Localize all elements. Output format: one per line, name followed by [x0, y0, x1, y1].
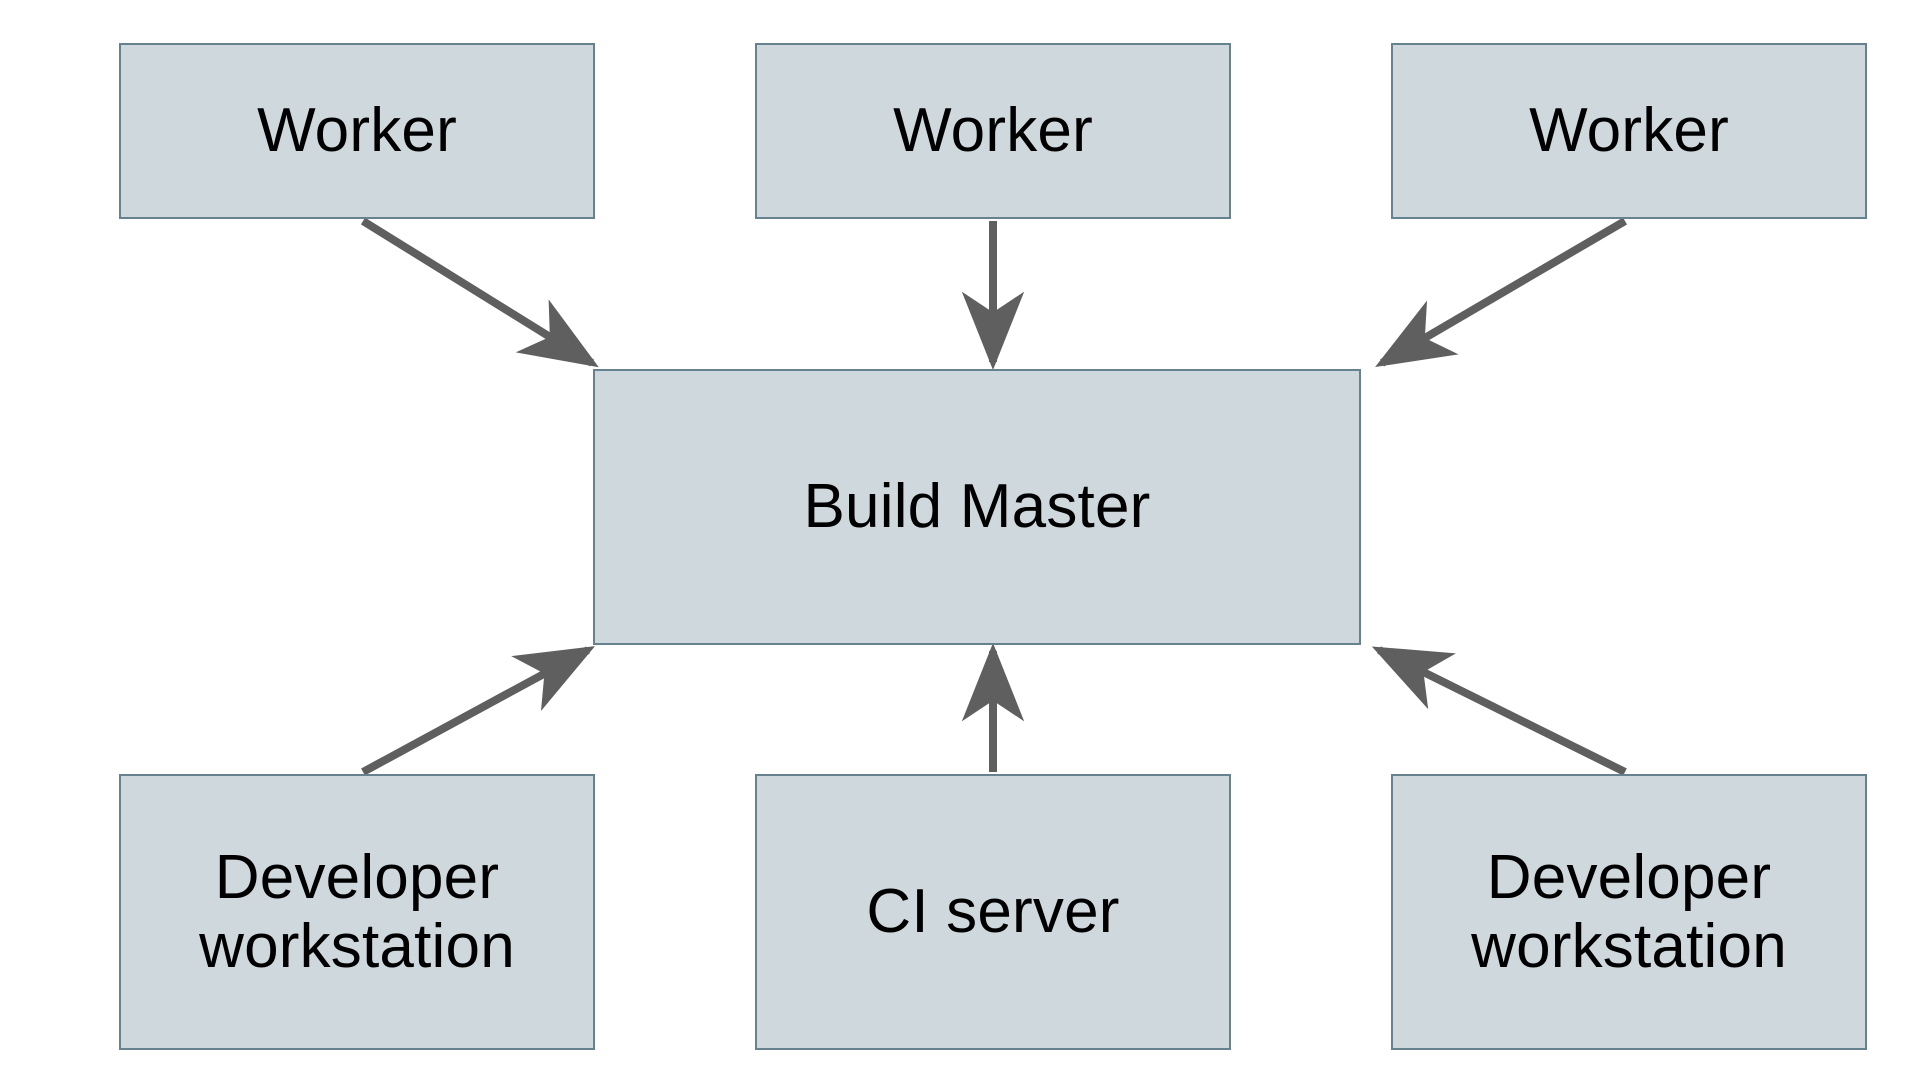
node-worker-2-label: Worker	[893, 96, 1093, 166]
node-worker-3[interactable]: Worker	[1391, 43, 1867, 219]
edge-worker-1-to-build-master	[360, 217, 599, 368]
node-worker-2[interactable]: Worker	[755, 43, 1231, 219]
edge-dev-ws-1-to-build-master	[361, 646, 596, 776]
node-build-master[interactable]: Build Master	[593, 369, 1361, 645]
node-worker-3-label: Worker	[1529, 96, 1729, 166]
node-worker-1[interactable]: Worker	[119, 43, 595, 219]
edge-dev-ws-2-to-build-master	[1371, 646, 1627, 776]
node-ci-server-label: CI server	[866, 877, 1120, 947]
node-developer-workstation-left[interactable]: Developer workstation	[119, 774, 595, 1050]
node-developer-workstation-right[interactable]: Developer workstation	[1391, 774, 1867, 1050]
node-worker-1-label: Worker	[257, 96, 457, 166]
node-developer-workstation-left-label: Developer workstation	[199, 842, 515, 981]
node-developer-workstation-right-label: Developer workstation	[1471, 842, 1787, 981]
edge-worker-3-to-build-master	[1375, 217, 1628, 368]
node-build-master-label: Build Master	[803, 472, 1151, 542]
node-ci-server[interactable]: CI server	[755, 774, 1231, 1050]
